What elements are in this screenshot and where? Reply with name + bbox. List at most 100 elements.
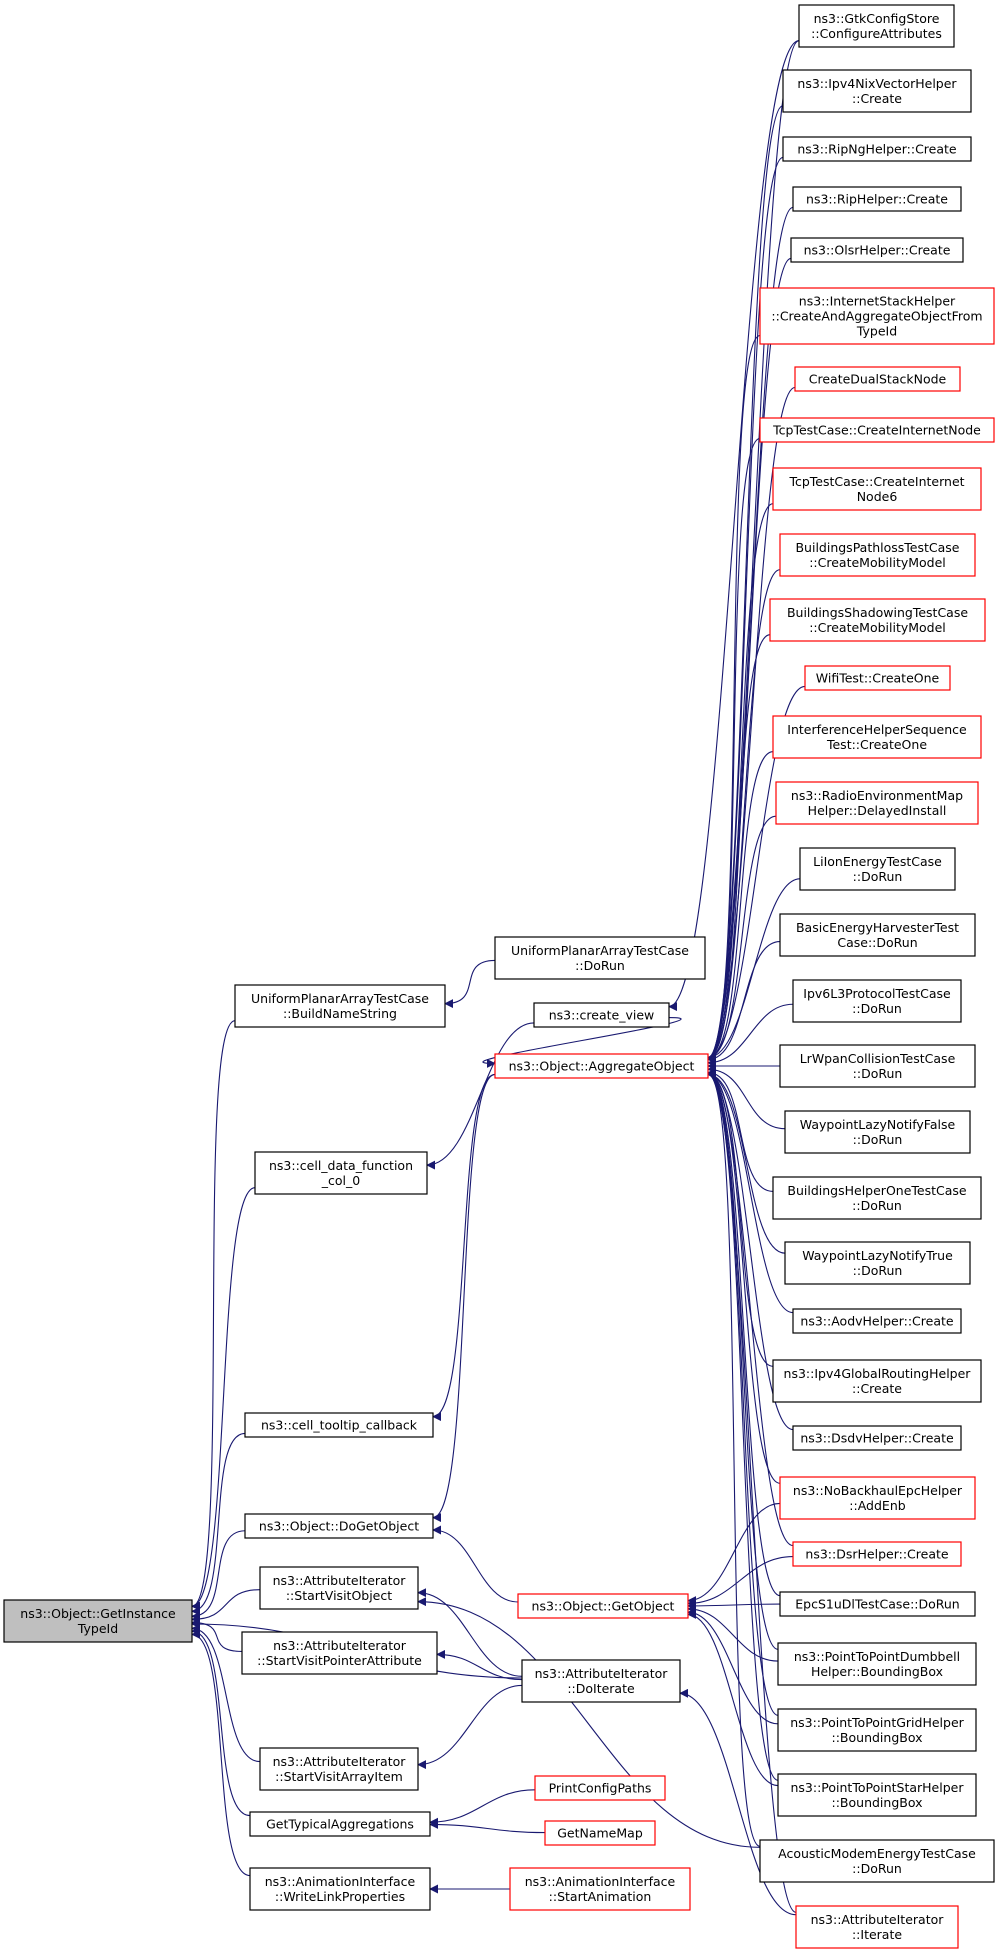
node-r31[interactable]: ns3::AttributeIterator::Iterate: [795, 1905, 959, 1949]
node-label-line: Helper::DelayedInstall: [808, 803, 947, 818]
node-label-line: ns3::AnimationInterface: [525, 1874, 676, 1889]
node-label-line: ns3::Ipv4GlobalRoutingHelper: [784, 1366, 972, 1381]
node-r18[interactable]: WaypointLazyNotifyFalse::DoRun: [784, 1110, 971, 1154]
node-aggObj[interactable]: ns3::Object::AggregateObject: [494, 1053, 709, 1079]
node-r12[interactable]: InterferenceHelperSequenceTest::CreateOn…: [772, 715, 982, 759]
node-box: [794, 366, 961, 392]
node-r16[interactable]: Ipv6L3ProtocolTestCase::DoRun: [792, 979, 962, 1023]
node-label-line: ns3::OlsrHelper::Create: [804, 243, 951, 258]
node-box: [792, 1541, 962, 1567]
node-r20[interactable]: WaypointLazyNotifyTrue::DoRun: [784, 1241, 971, 1285]
node-box: [798, 4, 955, 48]
node-label-line: ns3::AttributeIterator: [273, 1754, 407, 1769]
node-label-line: ns3::PointToPointStarHelper: [790, 1780, 964, 1795]
edge-createView-to-aggObj: [482, 1017, 682, 1068]
edges-layer: [191, 40, 806, 1916]
edge-r25-to-aggObj: [707, 1069, 794, 1547]
node-box: [759, 1839, 995, 1883]
node-r13[interactable]: ns3::RadioEnvironmentMapHelper::DelayedI…: [775, 781, 979, 825]
edge-r19-to-aggObj: [707, 1068, 774, 1192]
node-startAnim[interactable]: ns3::AnimationInterface::StartAnimation: [509, 1867, 691, 1911]
node-r14[interactable]: LiIonEnergyTestCase::DoRun: [799, 847, 956, 891]
node-getObj[interactable]: ns3::Object::GetObject: [517, 1593, 689, 1619]
edge-r20-to-aggObj: [707, 1069, 786, 1254]
edge-aggObj-to-cellTip: [432, 1073, 496, 1422]
edge-r8-to-aggObj: [707, 503, 774, 1062]
node-box: [534, 1775, 666, 1801]
node-r9[interactable]: BuildingsPathlossTestCase::CreateMobilit…: [779, 533, 976, 577]
node-label-line: ::DoRun: [575, 958, 625, 973]
node-box: [259, 1566, 419, 1610]
node-r2[interactable]: ns3::RipNgHelper::Create: [782, 136, 972, 162]
node-label-line: ::CreateMobilityModel: [809, 555, 946, 570]
node-r6[interactable]: CreateDualStackNode: [794, 366, 961, 392]
node-label-line: ::BoundingBox: [832, 1795, 923, 1810]
node-label-line: BuildingsHelperOneTestCase: [787, 1183, 967, 1198]
node-label-line: ::StartVisitObject: [286, 1588, 392, 1603]
node-upaBuild[interactable]: UniformPlanarArrayTestCase::BuildNameStr…: [234, 984, 446, 1028]
node-cellData[interactable]: ns3::cell_data_function_col_0: [254, 1151, 428, 1195]
node-box: [244, 1513, 434, 1539]
node-r26[interactable]: EpcS1uDlTestCase::DoRun: [779, 1591, 976, 1617]
node-label-line: ::Create: [852, 1381, 902, 1396]
node-r21[interactable]: ns3::AodvHelper::Create: [792, 1308, 962, 1334]
node-box: [544, 1820, 656, 1846]
node-r30[interactable]: AcousticModemEnergyTestCase::DoRun: [759, 1839, 995, 1883]
node-label-line: ns3::AttributeIterator: [273, 1638, 407, 1653]
node-r10[interactable]: BuildingsShadowingTestCase::CreateMobili…: [769, 598, 986, 642]
node-r23[interactable]: ns3::DsdvHelper::Create: [792, 1425, 962, 1451]
node-box: [769, 598, 986, 642]
edge-r27-to-getObj: [687, 1604, 779, 1662]
node-r19[interactable]: BuildingsHelperOneTestCase::DoRun: [772, 1176, 982, 1220]
node-box: [772, 1176, 982, 1220]
node-r7[interactable]: TcpTestCase::CreateInternetNode: [759, 417, 995, 443]
node-r1[interactable]: ns3::Ipv4NixVectorHelper::Create: [782, 69, 972, 113]
node-label-line: ::BuildNameString: [283, 1006, 397, 1021]
node-typAgg[interactable]: GetTypicalAggregations: [249, 1811, 431, 1837]
node-svObj[interactable]: ns3::AttributeIterator::StartVisitObject: [259, 1566, 419, 1610]
edge-svArr-to-root: [191, 1623, 261, 1763]
node-r27[interactable]: ns3::PointToPointDumbbellHelper::Boundin…: [777, 1642, 977, 1686]
node-label-line: GetTypicalAggregations: [266, 1817, 414, 1832]
node-r4[interactable]: ns3::OlsrHelper::Create: [790, 237, 964, 263]
node-box: [795, 1905, 959, 1949]
node-r11[interactable]: WifiTest::CreateOne: [804, 665, 951, 691]
node-r22[interactable]: ns3::Ipv4GlobalRoutingHelper::Create: [772, 1359, 982, 1403]
node-r0[interactable]: ns3::GtkConfigStore::ConfigureAttributes: [798, 4, 955, 48]
node-animWrite[interactable]: ns3::AnimationInterface::WriteLinkProper…: [249, 1867, 431, 1911]
node-cellTip[interactable]: ns3::cell_tooltip_callback: [244, 1412, 434, 1438]
node-box: [792, 1425, 962, 1451]
node-label-line: InterferenceHelperSequence: [787, 722, 967, 737]
node-r5[interactable]: ns3::InternetStackHelper::CreateAndAggre…: [759, 287, 995, 345]
node-r29[interactable]: ns3::PointToPointStarHelper::BoundingBox: [777, 1773, 977, 1817]
node-getName[interactable]: GetNameMap: [544, 1820, 656, 1846]
node-r17[interactable]: LrWpanCollisionTestCase::DoRun: [779, 1044, 976, 1088]
edge-doGet-to-root: [191, 1530, 246, 1621]
node-label-line: ::StartAnimation: [549, 1889, 652, 1904]
node-upaDoRun[interactable]: UniformPlanarArrayTestCase::DoRun: [494, 936, 706, 980]
node-label-line: BuildingsShadowingTestCase: [787, 605, 968, 620]
node-svPtr[interactable]: ns3::AttributeIterator::StartVisitPointe…: [241, 1631, 438, 1675]
node-r25[interactable]: ns3::DsrHelper::Create: [792, 1541, 962, 1567]
node-box: [779, 1476, 976, 1520]
node-label-line: ns3::cell_tooltip_callback: [261, 1418, 418, 1433]
node-doIter[interactable]: ns3::AttributeIterator::DoIterate: [521, 1659, 681, 1703]
node-printCfg[interactable]: PrintConfigPaths: [534, 1775, 666, 1801]
node-doGet[interactable]: ns3::Object::DoGetObject: [244, 1513, 434, 1539]
node-box: [772, 715, 982, 759]
node-r3[interactable]: ns3::RipHelper::Create: [792, 186, 962, 212]
node-r28[interactable]: ns3::PointToPointGridHelper::BoundingBox: [777, 1708, 977, 1752]
node-r24[interactable]: ns3::NoBackhaulEpcHelper::AddEnb: [779, 1476, 976, 1520]
node-createView[interactable]: ns3::create_view: [533, 1002, 670, 1028]
edge-r24-to-getObj: [687, 1502, 781, 1606]
node-box: [782, 136, 972, 162]
edge-r28-to-getObj: [687, 1607, 779, 1725]
node-box: [509, 1867, 691, 1911]
node-box: [799, 847, 956, 891]
node-label-line: ::DoRun: [852, 1001, 902, 1016]
node-label-line: ::DoRun: [853, 1066, 903, 1081]
node-svArr[interactable]: ns3::AttributeIterator::StartVisitArrayI…: [259, 1747, 419, 1791]
